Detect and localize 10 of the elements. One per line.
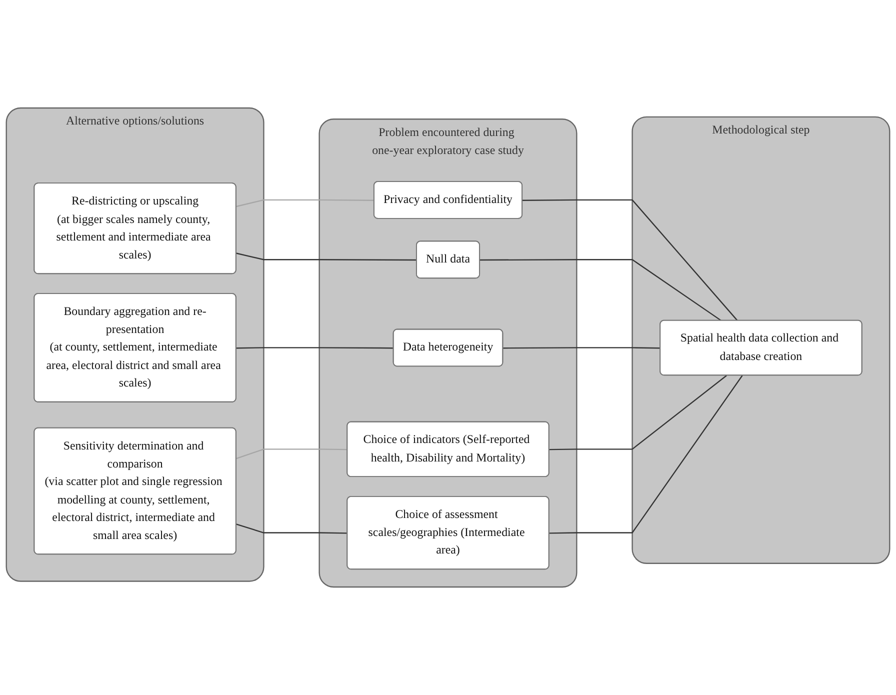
connector (236, 347, 394, 349)
connector (236, 252, 417, 261)
connector (236, 199, 374, 208)
connector (480, 259, 722, 322)
connector (549, 375, 727, 450)
connector (236, 448, 348, 460)
connector (522, 199, 738, 322)
connector (549, 375, 743, 534)
connector (236, 524, 348, 534)
connector (503, 347, 660, 349)
